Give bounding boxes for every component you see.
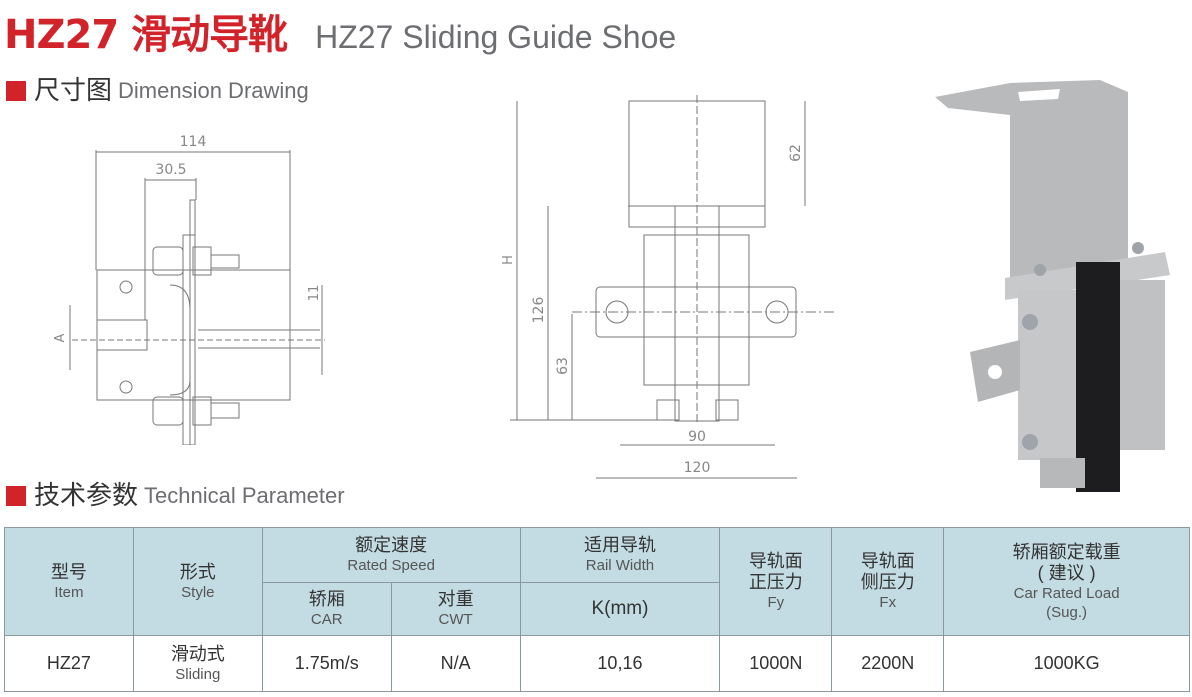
dim-90: 90 bbox=[688, 429, 706, 445]
header-style: 形式 Style bbox=[132, 527, 263, 636]
dim-114: 114 bbox=[180, 134, 207, 150]
cell-car-speed: 1.75m/s bbox=[261, 635, 392, 692]
section-technical-parameter: 技术参数 Technical Parameter bbox=[6, 483, 345, 509]
page-title: HZ27 滑动导靴 HZ27 Sliding Guide Shoe bbox=[4, 2, 676, 58]
header-car: 轿厢 CAR bbox=[261, 582, 392, 636]
red-square-icon bbox=[6, 81, 26, 101]
cell-cwt-speed: N/A bbox=[390, 635, 521, 692]
dim-30-5: 30.5 bbox=[155, 162, 186, 178]
section-title-zh: 尺寸图 bbox=[34, 75, 113, 106]
section-title-en: Dimension Drawing bbox=[118, 78, 309, 103]
cell-fy: 1000N bbox=[719, 635, 833, 692]
section-dimension-drawing: 尺寸图 Dimension Drawing bbox=[6, 78, 309, 104]
cell-rail-k: 10,16 bbox=[519, 635, 721, 692]
header-k-mm: K(mm) bbox=[519, 582, 721, 636]
dim-126: 126 bbox=[531, 297, 547, 324]
dim-62: 62 bbox=[788, 144, 804, 162]
table-row: HZ27 滑动式 Sliding 1.75m/s N/A 10,16 1000N… bbox=[4, 635, 1190, 692]
technical-parameter-table: 型号 Item 形式 Style 额定速度 Rated Speed 适用导轨 R… bbox=[4, 527, 1190, 692]
dim-H: H bbox=[501, 255, 516, 265]
section-title-zh: 技术参数 bbox=[34, 480, 139, 511]
cell-style: 滑动式 Sliding bbox=[132, 635, 263, 692]
header-item: 型号 Item bbox=[4, 527, 134, 636]
front-view-drawing: H 126 63 62 90 120 bbox=[501, 95, 835, 479]
header-car-rated-load: 轿厢额定载重 ( 建议 ) Car Rated Load (Sug.) bbox=[943, 527, 1190, 636]
dim-11: 11 bbox=[307, 285, 322, 302]
title-english: HZ27 Sliding Guide Shoe bbox=[315, 19, 677, 55]
header-fy: 导轨面 正压力 Fy bbox=[719, 527, 833, 636]
header-rail-width: 适用导轨 Rail Width bbox=[519, 527, 721, 583]
dim-63: 63 bbox=[555, 357, 571, 375]
cell-item: HZ27 bbox=[4, 635, 134, 692]
header-fx: 导轨面 侧压力 Fx bbox=[831, 527, 945, 636]
header-cwt: 对重 CWT bbox=[390, 582, 521, 636]
section-title-en: Technical Parameter bbox=[144, 483, 345, 508]
cell-load: 1000KG bbox=[943, 635, 1190, 692]
dim-120: 120 bbox=[684, 460, 711, 476]
title-main: HZ27 滑动导靴 bbox=[4, 12, 288, 58]
cell-fx: 2200N bbox=[831, 635, 945, 692]
side-view-drawing: 114 30.5 11 A bbox=[53, 134, 325, 445]
header-rated-speed: 额定速度 Rated Speed bbox=[261, 527, 521, 583]
dim-A: A bbox=[53, 333, 68, 342]
product-photo bbox=[935, 80, 1170, 492]
red-square-icon bbox=[6, 486, 26, 506]
